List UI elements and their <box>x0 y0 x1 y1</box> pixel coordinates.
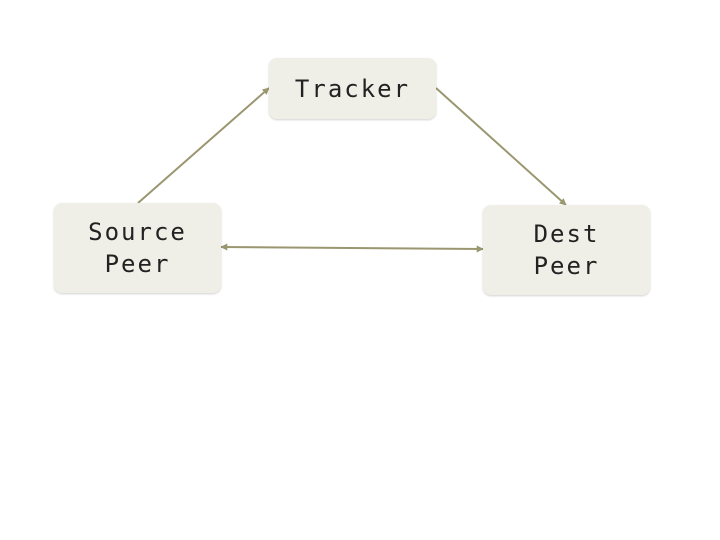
dest-peer-node: Dest Peer <box>483 205 650 295</box>
edge-source-to-tracker <box>137 87 270 204</box>
tracker-node: Tracker <box>269 58 436 119</box>
dest-peer-node-label: Dest Peer <box>533 220 600 280</box>
source-peer-node-label: Source Peer <box>88 218 187 278</box>
tracker-node-label: Tracker <box>294 74 411 103</box>
source-peer-node: Source Peer <box>54 203 221 293</box>
edge-tracker-to-dest <box>435 87 567 206</box>
edge-source-dest-bidirectional <box>220 243 484 253</box>
